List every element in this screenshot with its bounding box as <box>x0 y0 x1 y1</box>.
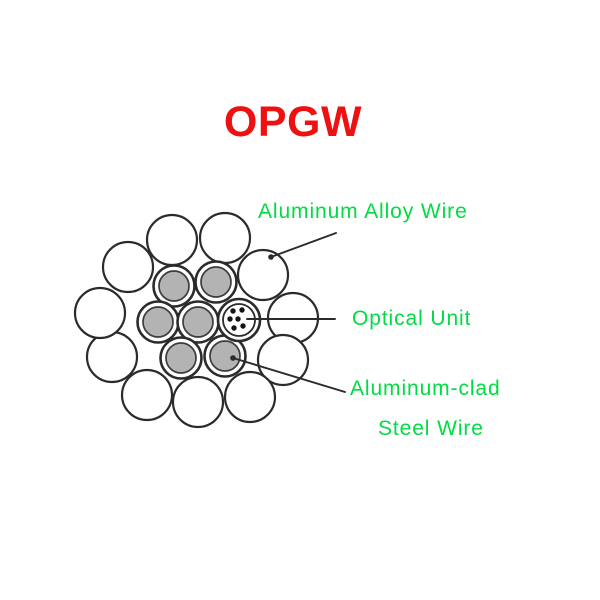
steel-wire-core <box>200 266 232 298</box>
alclad-leader-line-anchor-dot <box>230 355 236 361</box>
aluminum-alloy-wire-circle <box>171 375 225 429</box>
aluminum-alloy-wire-circle <box>145 213 199 267</box>
label-steel-wire: Steel Wire <box>378 417 484 440</box>
optical-fiber-dot <box>239 307 245 313</box>
steel-wire-core <box>209 340 241 372</box>
steel-wire-core <box>158 270 190 302</box>
aluminum-alloy-wire-circle <box>198 211 252 265</box>
label-aluminum-clad: Aluminum-clad <box>350 377 501 400</box>
optical-fiber-dot <box>240 323 246 329</box>
optical-fiber-dot <box>231 325 237 331</box>
aluminum-alloy-wire-circle <box>256 333 310 387</box>
alloy-leader-line <box>270 232 337 258</box>
aluminum-alloy-wire-circle <box>120 368 174 422</box>
label-aluminum-alloy-wire: Aluminum Alloy Wire <box>258 200 468 223</box>
optical-fiber-dot <box>230 308 236 314</box>
aluminum-alloy-wire-circle <box>85 330 139 384</box>
steel-wire-core <box>142 306 174 338</box>
figure-title: OPGW <box>223 98 363 146</box>
alclad-leader-line <box>232 357 346 393</box>
aluminum-alloy-wire-circle <box>73 286 127 340</box>
aluminum-alloy-wire-circle <box>236 248 290 302</box>
steel-wire-core <box>165 342 197 374</box>
aluminum-alloy-wire-circle <box>223 370 277 424</box>
label-optical-unit: Optical Unit <box>352 307 472 330</box>
optical-fiber-dot <box>235 316 241 322</box>
steel-wire-core <box>182 306 214 338</box>
alloy-leader-line-anchor-dot <box>268 254 274 260</box>
aluminum-alloy-wire-circle <box>101 240 155 294</box>
optical-fiber-dot <box>227 316 233 322</box>
